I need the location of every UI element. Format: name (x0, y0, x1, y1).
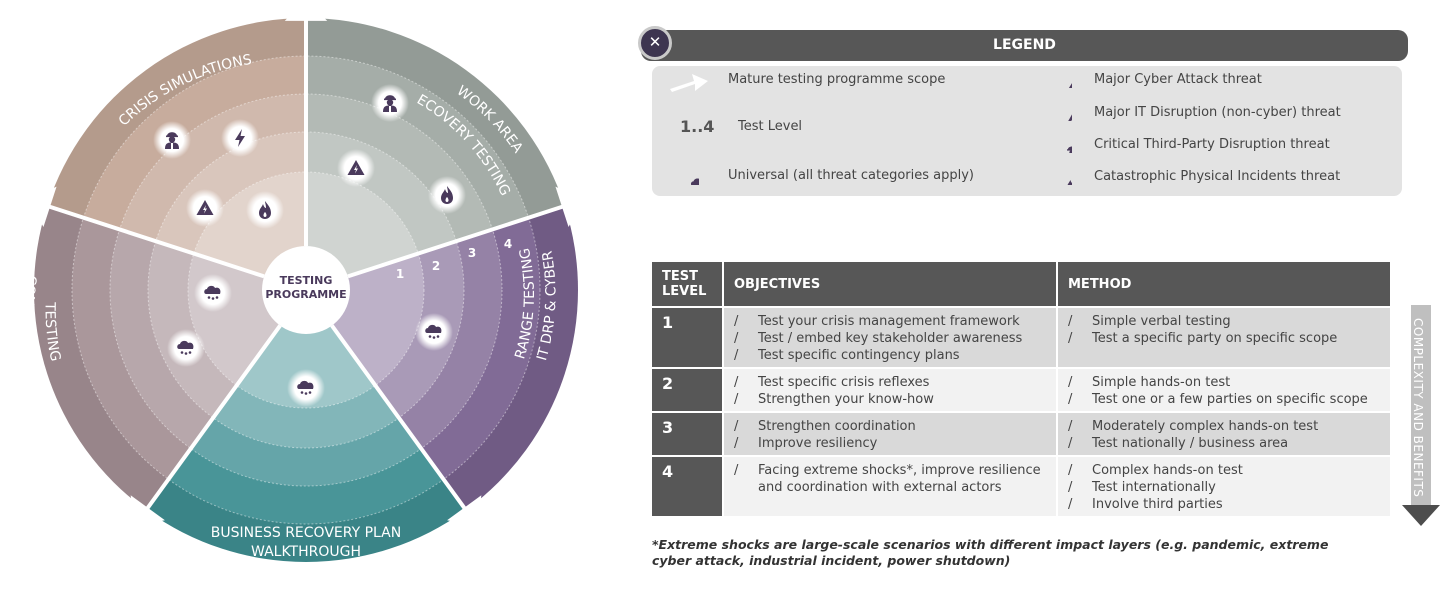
spoke-arrow-icon (284, 0, 328, 21)
method-cell: Moderately complex hands-on testTest nat… (1058, 413, 1390, 455)
objective-item: Test specific contingency plans (734, 347, 1046, 364)
warning-icon (337, 149, 375, 187)
legend-it-disruption-label: Major IT Disruption (non-cyber) threat (1094, 105, 1341, 120)
method-item: Test one or a few parties on specific sc… (1068, 391, 1380, 408)
spoke-arrow-icon (447, 495, 482, 527)
sector-business-recovery-band-5 (236, 290, 376, 409)
legend-scope-label: Mature testing programme scope (728, 72, 946, 87)
header-test-level: TEST LEVEL (652, 262, 722, 306)
method-item: Simple hands-on test (1068, 374, 1380, 391)
warning-icon (1052, 101, 1072, 121)
legend-physical-label: Catastrophic Physical Incidents threat (1094, 169, 1341, 184)
center-label-line1: TESTING (280, 274, 333, 287)
level-cell: 1 (652, 308, 722, 367)
method-item: Simple verbal testing (1068, 313, 1380, 330)
objective-cell: Facing extreme shocks*, improve resilien… (724, 457, 1056, 516)
objective-item: Test / embed key stakeholder awareness (734, 330, 1046, 347)
center-label-line2: PROGRAMME (265, 288, 346, 301)
legend-third-party-label: Critical Third-Party Disruption threat (1094, 137, 1330, 152)
objective-item: Strengthen your know-how (734, 391, 1046, 408)
lightning-icon (221, 119, 259, 157)
header-method: METHOD (1058, 262, 1390, 306)
objective-cell: Test specific crisis reflexesStrengthen … (724, 369, 1056, 411)
level-cell: 2 (652, 369, 722, 411)
spoke-arrow-icon (130, 495, 165, 527)
legend-universal-label: Universal (all threat categories apply) (728, 168, 974, 183)
legend-title: LEGEND (641, 30, 1408, 61)
complexity-label: COMPLEXITY AND BENEFITS (1411, 318, 1425, 498)
worker-icon (153, 121, 191, 159)
method-item: Test nationally / business area (1068, 435, 1380, 452)
worker-icon (371, 84, 409, 122)
table-row: 4 Facing extreme shocks*, improve resilie… (652, 457, 1390, 516)
complexity-arrow-icon (1402, 305, 1440, 526)
spoke-line (40, 202, 265, 279)
flame-icon (428, 176, 466, 214)
objective-cell: Strengthen coordinationImprove resilienc… (724, 413, 1056, 455)
table-row: 1Test your crisis management frameworkTe… (652, 308, 1390, 367)
cloud-icon (415, 313, 453, 351)
footnote: *Extreme shocks are large-scale scenario… (652, 537, 1329, 568)
method-item: Complex hands-on test (1068, 462, 1380, 479)
objective-item: Test your crisis management framework (734, 313, 1046, 330)
level-number-2: 2 (432, 259, 440, 273)
table-row: 3Strengthen coordinationImprove resilien… (652, 413, 1390, 455)
cloud-icon (194, 274, 232, 312)
level-ring-3 (109, 93, 503, 487)
warning-icon (186, 189, 224, 227)
lightning-icon (1052, 68, 1072, 88)
level-ring-1 (187, 171, 425, 409)
spoke-arrow-icon (555, 186, 584, 227)
cloud-icon (167, 329, 205, 367)
legend-level-label: Test Level (738, 119, 803, 134)
level-cell: 3 (652, 413, 722, 455)
flame-icon (246, 191, 284, 229)
close-circle-icon[interactable]: ✕ (638, 26, 672, 60)
level-number-3: 3 (468, 246, 476, 260)
method-cell: Simple verbal testingTest a specific par… (1058, 308, 1390, 367)
objective-item: Improve resiliency (734, 435, 1046, 452)
method-item: Test internationally (1068, 479, 1380, 496)
spoke-line (140, 324, 282, 517)
spoke-line (347, 202, 572, 279)
method-item: Test a specific party on specific scope (1068, 330, 1380, 347)
method-cell: Complex hands-on testTest internationall… (1058, 457, 1390, 516)
objective-item: Test specific crisis reflexes (734, 374, 1046, 391)
method-cell: Simple hands-on testTest one or a few pa… (1058, 369, 1390, 411)
objective-cell: Test your crisis management frameworkTes… (724, 308, 1056, 367)
test-level-table: TEST LEVEL OBJECTIVES METHOD 1Test your … (650, 260, 1392, 518)
flame-icon (1052, 165, 1072, 185)
center-circle (262, 246, 350, 334)
level-number-4: 4 (504, 237, 512, 251)
worker-icon (1052, 133, 1072, 153)
header-objectives: OBJECTIVES (724, 262, 1056, 306)
spoke-arrow-icon (28, 186, 57, 227)
legend-panel (652, 66, 1402, 196)
segment-business-line1: BUSINESS RECOVERY PLAN (211, 525, 401, 541)
cloud-icon (677, 163, 699, 185)
objective-item: Facing extreme shocks*, improve resilien… (734, 462, 1046, 496)
table-row: 2Test specific crisis reflexesStrengthen… (652, 369, 1390, 411)
method-item: Involve third parties (1068, 496, 1380, 513)
level-ring-4 (71, 55, 541, 525)
scope-arrow-icon (670, 74, 708, 92)
objective-item: Strengthen coordination (734, 418, 1046, 435)
spoke-line (330, 324, 472, 517)
legend-cyber-label: Major Cyber Attack threat (1094, 72, 1262, 87)
level-cell: 4 (652, 457, 722, 516)
segment-business-line2: WALKTHROUGH (251, 544, 361, 560)
method-item: Moderately complex hands-on test (1068, 418, 1380, 435)
cloud-icon (287, 369, 325, 407)
legend-level-glyph: 1..4 (680, 117, 715, 136)
level-number-1: 1 (396, 267, 404, 281)
